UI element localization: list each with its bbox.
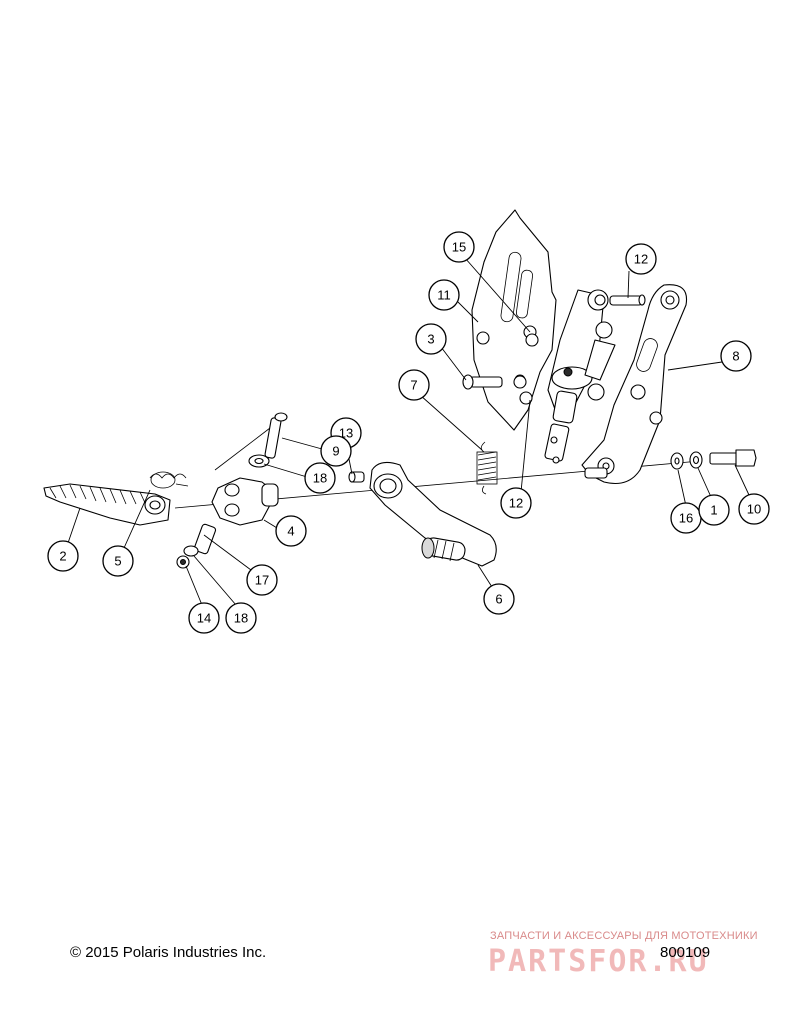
callout-18-lower: 18 [225, 602, 257, 634]
callout-label: 4 [287, 524, 294, 539]
figure-number: 800109 [660, 944, 711, 961]
callout-4: 4 [275, 515, 307, 547]
nut-part-14 [176, 555, 190, 569]
callout-9: 9 [320, 435, 352, 467]
pin-part-12-upper [609, 294, 646, 306]
callout-17: 17 [246, 564, 278, 596]
bushing-part-13 [348, 471, 365, 483]
callout-label: 18 [234, 611, 248, 626]
callout-8: 8 [720, 340, 752, 372]
callout-label: 10 [747, 502, 761, 517]
callout-label: 3 [427, 332, 434, 347]
washer-part-18-upper [248, 454, 270, 468]
callout-10: 10 [738, 493, 770, 525]
callout-label: 18 [313, 471, 327, 486]
footpeg-part-2 [43, 483, 171, 526]
callout-14: 14 [188, 602, 220, 634]
bracket-part-4 [211, 477, 279, 526]
linkage-arm-part-8 [581, 284, 688, 485]
callout-16: 16 [670, 502, 702, 534]
leader-lines [67, 257, 750, 606]
mounting-plate-part [471, 209, 557, 431]
watermark-tagline: ЗАПЧАСТИ И АКСЕССУАРЫ ДЛЯ МОТОТЕХНИКИ [490, 930, 758, 942]
callout-5: 5 [102, 545, 134, 577]
washer-part-1 [689, 451, 703, 469]
callout-label: 12 [634, 252, 648, 267]
callout-label: 9 [332, 444, 339, 459]
callout-label: 7 [410, 378, 417, 393]
spring-part-7 [476, 441, 498, 495]
washer-part-18-lower [183, 545, 199, 557]
callout-15: 15 [443, 231, 475, 263]
spring-part-5 [149, 471, 189, 489]
bolt-part-9 [264, 412, 288, 459]
callout-label: 15 [452, 240, 466, 255]
callout-6: 6 [483, 583, 515, 615]
callout-2: 2 [47, 540, 79, 572]
callout-label: 1 [710, 503, 717, 518]
callout-7: 7 [398, 369, 430, 401]
callout-label: 6 [495, 592, 502, 607]
callout-label: 14 [197, 611, 211, 626]
callout-label: 8 [732, 349, 739, 364]
callout-label: 16 [679, 511, 693, 526]
callout-label: 5 [114, 554, 121, 569]
callout-12-lower: 12 [500, 487, 532, 519]
assembly-axis-line-2 [214, 427, 271, 471]
copyright-notice: © 2015 Polaris Industries Inc. [70, 944, 267, 961]
callout-1: 1 [698, 494, 730, 526]
bushing-part-12-lower [584, 467, 608, 479]
callout-12-upper: 12 [625, 243, 657, 275]
shift-lever-part-6 [369, 461, 497, 567]
callout-18-upper: 18 [304, 462, 336, 494]
callout-label: 17 [255, 573, 269, 588]
shift-rod-assembly [513, 289, 613, 464]
callout-11: 11 [428, 279, 460, 311]
bolt-part-10 [709, 449, 757, 467]
pin-part-17 [193, 523, 217, 555]
bolt-part-3 [462, 374, 503, 390]
callout-label: 11 [437, 288, 451, 303]
callout-label: 12 [509, 496, 523, 511]
watermark-logo: PARTSFOR.RU [488, 944, 709, 979]
callout-3: 3 [415, 323, 447, 355]
washer-part-16 [670, 452, 684, 470]
callout-label: 2 [59, 549, 66, 564]
